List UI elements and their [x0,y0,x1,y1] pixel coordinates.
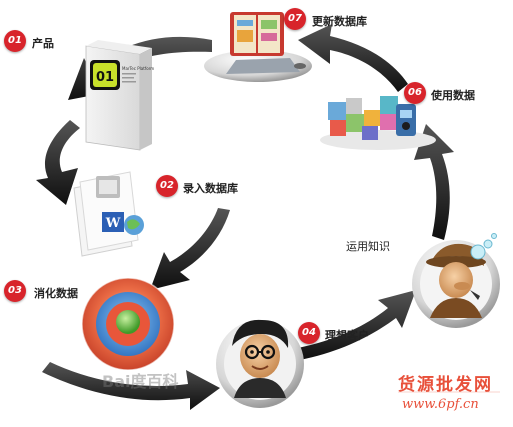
arrow-customer-to-knowledge [298,290,416,360]
step-06-label: 使用数据 [431,89,475,102]
step-01-label: 产品 [32,37,54,50]
data-usage-illustration [320,96,436,150]
product-logo: 01 [96,70,114,85]
connector-label: 运用知识 [346,240,390,253]
arrow-digest-to-customer [42,362,220,410]
step-04-label: 理想客户 [325,329,369,342]
baidu-watermark: Bai度百科 [102,372,179,391]
step-07-badge: 07 [284,8,306,30]
step-02-badge: 02 [156,175,178,197]
document-illustration: W [73,171,144,257]
svg-text:W: W [105,216,121,231]
step-02-label: 录入数据库 [183,182,238,195]
step-03-label: 消化数据 [34,287,78,300]
step-07-label: 更新数据库 [312,15,367,28]
arrow-entry-to-digest [150,208,230,290]
site-watermark-name: 货源批发网 [398,375,493,395]
step-06-badge: 06 [404,82,426,104]
update-database-illustration [204,12,312,82]
step-01-badge: 01 [4,30,26,52]
step-04-badge: 04 [298,322,320,344]
arrow-knowledge-to-usage [414,124,454,240]
site-watermark-url: www.6pf.cn [402,397,479,412]
step-03-badge: 03 [4,280,26,302]
product-name: MarTec Platform [122,66,154,71]
arrow-usage-to-update [298,24,408,92]
arrow-product-to-entry [36,120,80,205]
product-box-illustration: 01 MarTec Platform [85,40,154,151]
consultant-avatar [412,233,500,328]
customer-avatar [216,319,304,408]
digest-data-ring [81,277,175,371]
